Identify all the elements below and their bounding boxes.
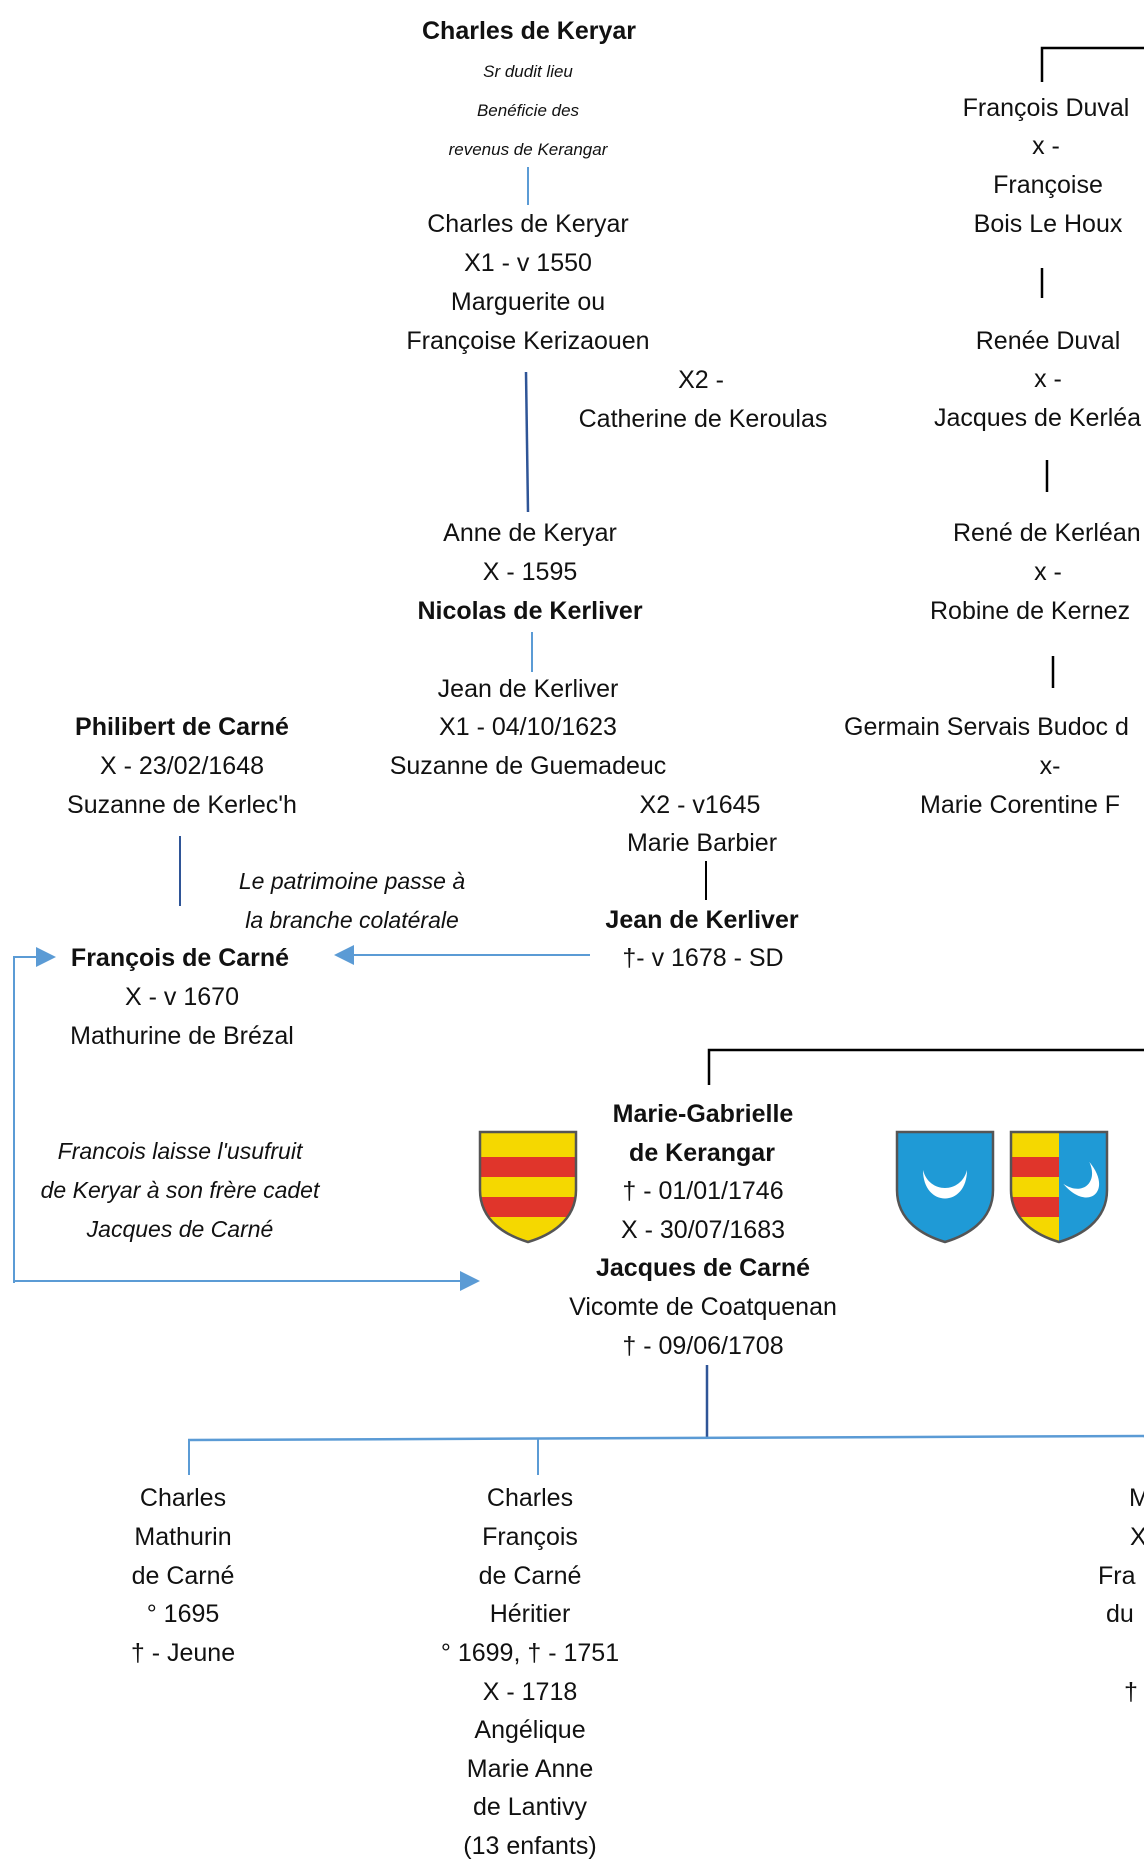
right-germain: Germain Servais Budoc d <box>844 713 1129 741</box>
child2-line-5: ° 1699, † - 1751 <box>440 1639 620 1667</box>
jacques-carne-title: Vicomte de Coatquenan <box>569 1293 837 1321</box>
jean1-spouse1: Suzanne de Guemadeuc <box>389 752 667 780</box>
usufruit-note-3: Jacques de Carné <box>86 1216 274 1242</box>
marie-gabrielle-name-2: de Kerangar <box>629 1139 775 1167</box>
patrimoine-note-1: Le patrimoine passe à <box>238 868 466 894</box>
crescent-shield-icon <box>895 1130 995 1244</box>
arrow-loop-to-francois <box>13 947 56 1283</box>
charles2-name: Charles de Keryar <box>427 210 629 238</box>
charles2-spouse2: Catherine de Keroulas <box>578 405 828 433</box>
right-rene: René de Kerléan <box>953 519 1141 547</box>
francois-name: François de Carné <box>70 944 290 972</box>
right-duval: François Duval <box>962 94 1130 122</box>
charles2-marriage1: X1 - v 1550 <box>464 249 592 277</box>
right-robine: Robine de Kernez <box>930 597 1131 625</box>
right-francoise: Françoise <box>993 171 1103 199</box>
charles-keryar-top-name: Charles de Keryar <box>421 17 637 45</box>
children-bar <box>187 1434 1144 1442</box>
charles2-marriage2: X2 - <box>678 366 724 394</box>
child2-line-3: de Carné <box>478 1562 582 1590</box>
usufruit-note-1: Francois laisse l'usufruit <box>57 1138 303 1164</box>
patrimoine-note-2: la branche colatérale <box>245 907 459 933</box>
child3-line-3: Fra <box>1098 1562 1136 1590</box>
right-renee: Renée Duval <box>975 327 1121 355</box>
child3-line-4: du <box>1106 1600 1134 1628</box>
jean1-name: Jean de Kerliver <box>437 675 619 703</box>
usufruit-note-2: de Keryar à son frère cadet <box>40 1177 320 1203</box>
charles-top-note-3: revenus de Kerangar <box>448 140 608 159</box>
right-boisleh: Bois Le Houx <box>973 210 1123 238</box>
right-x1: x - <box>1032 132 1060 160</box>
right-x3: x - <box>1034 558 1062 586</box>
jean2-death: †- v 1678 - SD <box>622 944 784 972</box>
child2-line-4: Héritier <box>489 1600 571 1628</box>
philibert-spouse: Suzanne de Kerlec'h <box>67 791 297 819</box>
arrow-loop-to-jacques <box>13 1271 480 1291</box>
combined-shield-icon <box>1009 1130 1109 1244</box>
philibert-marriage: X - 23/02/1648 <box>99 752 265 780</box>
child2-line-2: François <box>482 1523 578 1551</box>
child2-line-9: de Lantivy <box>473 1793 587 1821</box>
marie-gabrielle-name-1: Marie-Gabrielle <box>612 1100 794 1128</box>
charles-top-note-1: Sr dudit lieu <box>483 62 573 81</box>
philibert-name: Philibert de Carné <box>75 713 289 741</box>
right-jacques-kerlean: Jacques de Kerléa <box>934 404 1142 432</box>
child2-line-7: Angélique <box>474 1716 586 1744</box>
charles2-spouse1-line1: Marguerite ou <box>450 288 606 316</box>
child1-line-1: Charles <box>139 1484 227 1512</box>
jean1-marriage2: X2 - v1645 <box>639 791 761 819</box>
right-top-bracket <box>1040 46 1144 82</box>
child2-line-6: X - 1718 <box>482 1678 578 1706</box>
child3-line-6: † <box>1124 1678 1138 1706</box>
francois-spouse: Mathurine de Brézal <box>70 1022 294 1050</box>
charles2-spouse1-line2: Françoise Kerizaouen <box>406 327 650 355</box>
marie-gabrielle-death: † - 01/01/1746 <box>622 1177 784 1205</box>
child1-line-4: ° 1695 <box>146 1600 220 1628</box>
kerangar-shield-icon <box>478 1130 578 1244</box>
child3-line-1: M <box>1129 1484 1144 1512</box>
child1-line-3: de Carné <box>131 1562 235 1590</box>
marie-gabrielle-marriage: X - 30/07/1683 <box>620 1216 786 1244</box>
child2-line-10: (13 enfants) <box>463 1832 597 1860</box>
jean2-name: Jean de Kerliver <box>605 906 799 934</box>
right-marie-corentine: Marie Corentine F <box>920 791 1121 819</box>
child2-line-8: Marie Anne <box>466 1755 594 1783</box>
child2-line-1: Charles <box>486 1484 574 1512</box>
anne-name: Anne de Keryar <box>443 519 617 547</box>
connector-charles-anne <box>524 371 530 513</box>
charles-top-note-2: Benéficie des <box>476 101 580 120</box>
child1-line-2: Mathurin <box>134 1523 232 1551</box>
jacques-carne-name: Jacques de Carné <box>596 1254 810 1282</box>
child1-line-5: † - Jeune <box>130 1639 236 1667</box>
francois-marriage: X - v 1670 <box>125 983 239 1011</box>
jean1-marriage1: X1 - 04/10/1623 <box>439 713 617 741</box>
jacques-carne-death: † - 09/06/1708 <box>622 1332 784 1360</box>
child3-line-2: X <box>1130 1523 1144 1551</box>
jean1-spouse2: Marie Barbier <box>626 829 778 857</box>
anne-spouse: Nicolas de Kerliver <box>417 597 643 625</box>
right-x2: x - <box>1034 365 1062 393</box>
anne-marriage: X - 1595 <box>482 558 578 586</box>
right-x4: x- <box>1039 752 1061 780</box>
right-bracket-marie <box>707 1048 1144 1085</box>
